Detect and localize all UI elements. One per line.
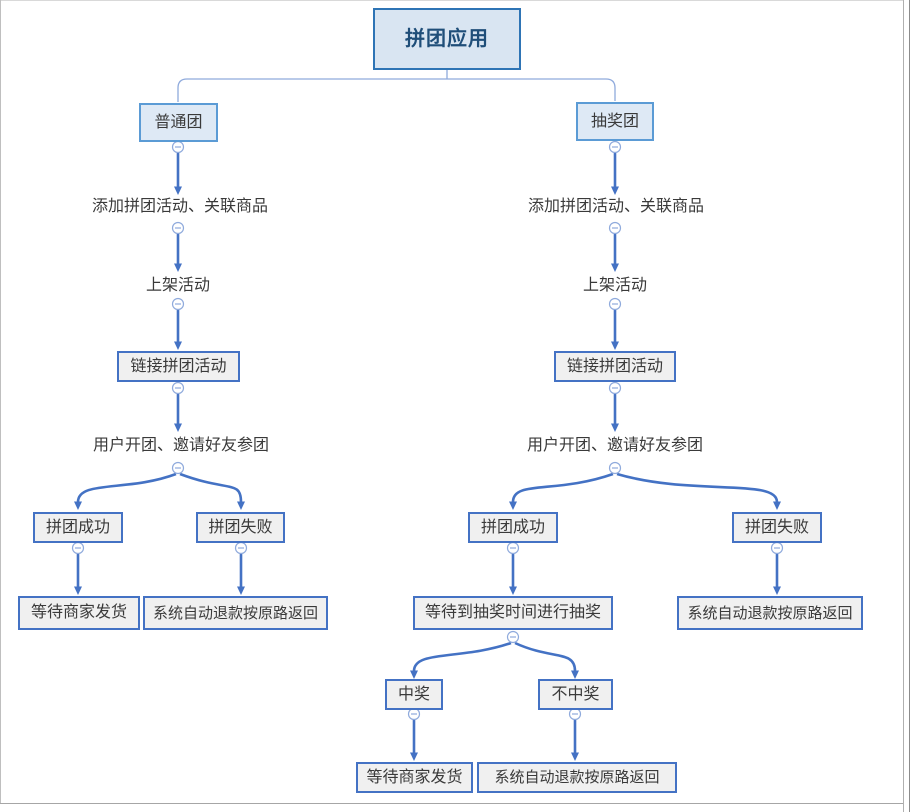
- node-lottery-group[interactable]: 抽奖团: [576, 102, 654, 141]
- node-right-publish-activity[interactable]: 上架活动: [582, 277, 648, 294]
- branch-split-arrows: [74, 472, 781, 679]
- collapse-icon[interactable]: [608, 221, 622, 235]
- frame-border-top: [0, 0, 903, 1]
- node-right-add-activity[interactable]: 添加拼团活动、关联商品: [527, 198, 705, 215]
- node-regular-group[interactable]: 普通团: [139, 103, 218, 142]
- node-left-wait-shipment[interactable]: 等待商家发货: [18, 596, 140, 630]
- node-right-auto-refund-lower[interactable]: 系统自动退款按原路返回: [477, 762, 677, 793]
- collapse-icon[interactable]: [506, 541, 520, 555]
- node-right-user-open-group[interactable]: 用户开团、邀请好友参团: [526, 437, 704, 454]
- collapse-icon[interactable]: [71, 541, 85, 555]
- node-right-group-fail[interactable]: 拼团失败: [732, 512, 822, 543]
- node-left-link-activity[interactable]: 链接拼团活动: [117, 351, 240, 382]
- collapse-icon[interactable]: [770, 541, 784, 555]
- frame-border-left: [0, 0, 1, 803]
- collapse-icon[interactable]: [171, 461, 185, 475]
- node-right-lose[interactable]: 不中奖: [538, 679, 613, 710]
- collapse-icon[interactable]: [608, 140, 622, 154]
- collapse-icon[interactable]: [171, 221, 185, 235]
- flow-arrows: [74, 153, 781, 761]
- node-right-wait-lottery[interactable]: 等待到抽奖时间进行抽奖: [413, 596, 613, 630]
- node-left-publish-activity[interactable]: 上架活动: [145, 277, 211, 294]
- collapse-icon[interactable]: [234, 541, 248, 555]
- collapse-icon[interactable]: [171, 140, 185, 154]
- frame-border-bottom: [0, 803, 903, 804]
- node-right-auto-refund-upper[interactable]: 系统自动退款按原路返回: [677, 596, 863, 630]
- node-right-group-success[interactable]: 拼团成功: [468, 512, 558, 543]
- root-branch-connector: [177, 70, 616, 102]
- collapse-icon[interactable]: [608, 461, 622, 475]
- collapse-icon[interactable]: [608, 381, 622, 395]
- collapse-icons: [71, 140, 784, 721]
- node-left-user-open-group[interactable]: 用户开团、邀请好友参团: [92, 437, 270, 454]
- collapse-icon[interactable]: [407, 707, 421, 721]
- collapse-icon[interactable]: [608, 297, 622, 311]
- node-right-win[interactable]: 中奖: [385, 679, 443, 710]
- node-right-link-activity[interactable]: 链接拼团活动: [554, 351, 676, 382]
- collapse-icon[interactable]: [568, 707, 582, 721]
- node-left-auto-refund[interactable]: 系统自动退款按原路返回: [143, 596, 328, 630]
- node-left-group-fail[interactable]: 拼团失败: [196, 512, 285, 543]
- vertical-scrollbar[interactable]: [903, 0, 910, 812]
- node-left-add-activity[interactable]: 添加拼团活动、关联商品: [91, 198, 269, 215]
- collapse-icon[interactable]: [171, 381, 185, 395]
- collapse-icon[interactable]: [171, 297, 185, 311]
- node-right-wait-shipment[interactable]: 等待商家发货: [356, 762, 473, 793]
- node-root-title[interactable]: 拼团应用: [373, 8, 521, 70]
- collapse-icon[interactable]: [506, 630, 520, 644]
- node-left-group-success[interactable]: 拼团成功: [33, 512, 123, 543]
